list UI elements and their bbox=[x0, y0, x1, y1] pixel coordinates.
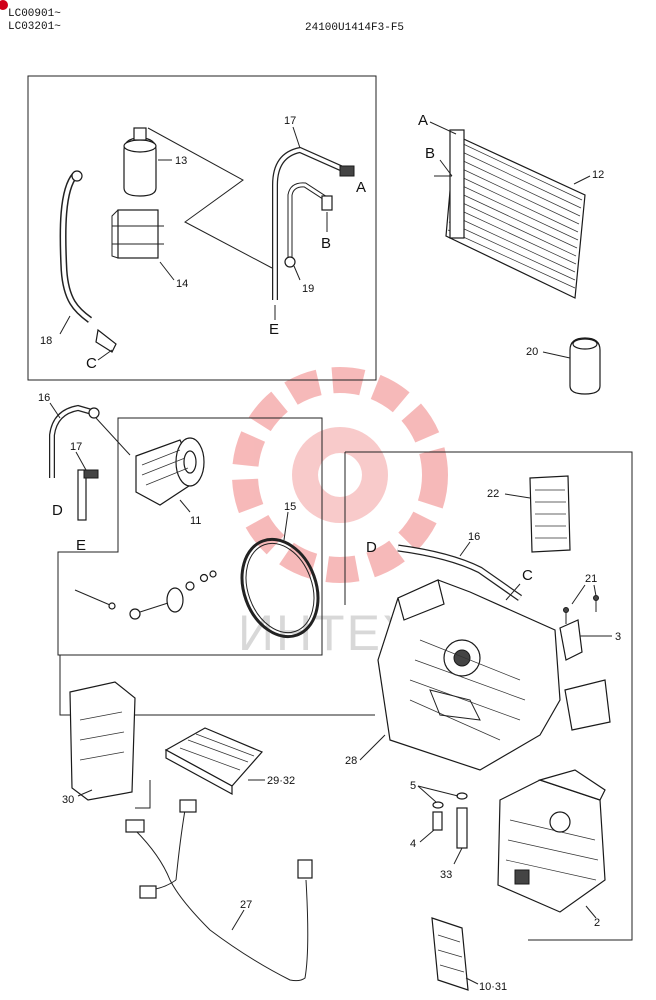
connector-a-1: A bbox=[356, 179, 366, 196]
connector-c-1: C bbox=[86, 355, 97, 372]
callout-30: 30 bbox=[62, 794, 74, 806]
clutch-parts bbox=[74, 570, 217, 620]
watermark-logo bbox=[232, 367, 448, 583]
receiver-drier bbox=[123, 127, 172, 197]
connector-d-2: D bbox=[366, 539, 377, 556]
callout-16-right: 16 bbox=[468, 531, 480, 543]
drive-belt bbox=[240, 511, 320, 639]
callout-13: 13 bbox=[175, 155, 187, 167]
group-frame-receiver bbox=[27, 75, 377, 381]
hose-17 bbox=[272, 126, 355, 300]
connector-b-2: B bbox=[425, 145, 435, 162]
drain-parts bbox=[417, 785, 468, 865]
control-panel bbox=[431, 917, 479, 991]
group-frame-heater bbox=[344, 451, 633, 941]
oil-bottle bbox=[542, 337, 601, 395]
callout-21: 21 bbox=[585, 573, 597, 585]
air-filter bbox=[504, 475, 571, 553]
callout-15: 15 bbox=[284, 501, 296, 513]
hose-16-compressor bbox=[49, 402, 131, 478]
compressor bbox=[135, 437, 205, 513]
callout-33: 33 bbox=[440, 869, 452, 881]
blower-unit bbox=[497, 769, 606, 919]
connector-c-2: C bbox=[522, 567, 533, 584]
receiver-leader-line bbox=[147, 127, 273, 269]
callout-3: 3 bbox=[615, 631, 621, 643]
callout-20: 20 bbox=[526, 346, 538, 358]
condenser bbox=[429, 121, 591, 299]
callout-4: 4 bbox=[410, 838, 416, 850]
connector-c-2-leader bbox=[505, 583, 521, 601]
callout-5: 5 bbox=[410, 780, 416, 792]
hose-17-compressor bbox=[75, 451, 99, 521]
connector-c-1-leader bbox=[97, 349, 113, 361]
callout-2: 2 bbox=[594, 917, 600, 929]
hose-18 bbox=[59, 170, 117, 353]
callout-19: 19 bbox=[302, 283, 314, 295]
side-panel bbox=[69, 681, 136, 801]
hose-16-heater bbox=[397, 541, 523, 601]
connector-a-2: A bbox=[418, 112, 428, 129]
connector-d-1: D bbox=[52, 502, 63, 519]
connector-e-2: E bbox=[76, 537, 86, 554]
hose-19 bbox=[284, 182, 333, 281]
group-frame-compressor bbox=[57, 417, 323, 656]
air-conditioner-unit bbox=[359, 579, 611, 771]
corner-mark bbox=[0, 0, 8, 10]
group-frame-link bbox=[59, 655, 375, 716]
serial-range-1: LC00901~ bbox=[8, 8, 61, 20]
bracket-line-30 bbox=[135, 780, 151, 809]
tray-unit bbox=[164, 727, 265, 796]
connector-e-1: E bbox=[269, 321, 279, 338]
serial-range-2: LC03201~ bbox=[8, 21, 61, 33]
callout-29-32: 29·32 bbox=[267, 775, 295, 787]
callout-17-top: 17 bbox=[284, 115, 296, 127]
wire-harness bbox=[125, 799, 313, 982]
callout-18: 18 bbox=[40, 335, 52, 347]
callout-16-left: 16 bbox=[38, 392, 50, 404]
drawing-code: 24100U1414F3-F5 bbox=[305, 22, 404, 34]
callout-10-31: 10·31 bbox=[479, 981, 507, 993]
callout-12: 12 bbox=[592, 169, 604, 181]
receiver-bracket bbox=[111, 209, 175, 281]
callout-17-lower: 17 bbox=[70, 441, 82, 453]
callout-27: 27 bbox=[240, 899, 252, 911]
connector-b-1: B bbox=[321, 235, 331, 252]
callout-14: 14 bbox=[176, 278, 188, 290]
callout-11: 11 bbox=[190, 515, 201, 527]
callout-22: 22 bbox=[487, 488, 499, 500]
callout-28: 28 bbox=[345, 755, 357, 767]
screws-and-clip bbox=[559, 584, 612, 661]
